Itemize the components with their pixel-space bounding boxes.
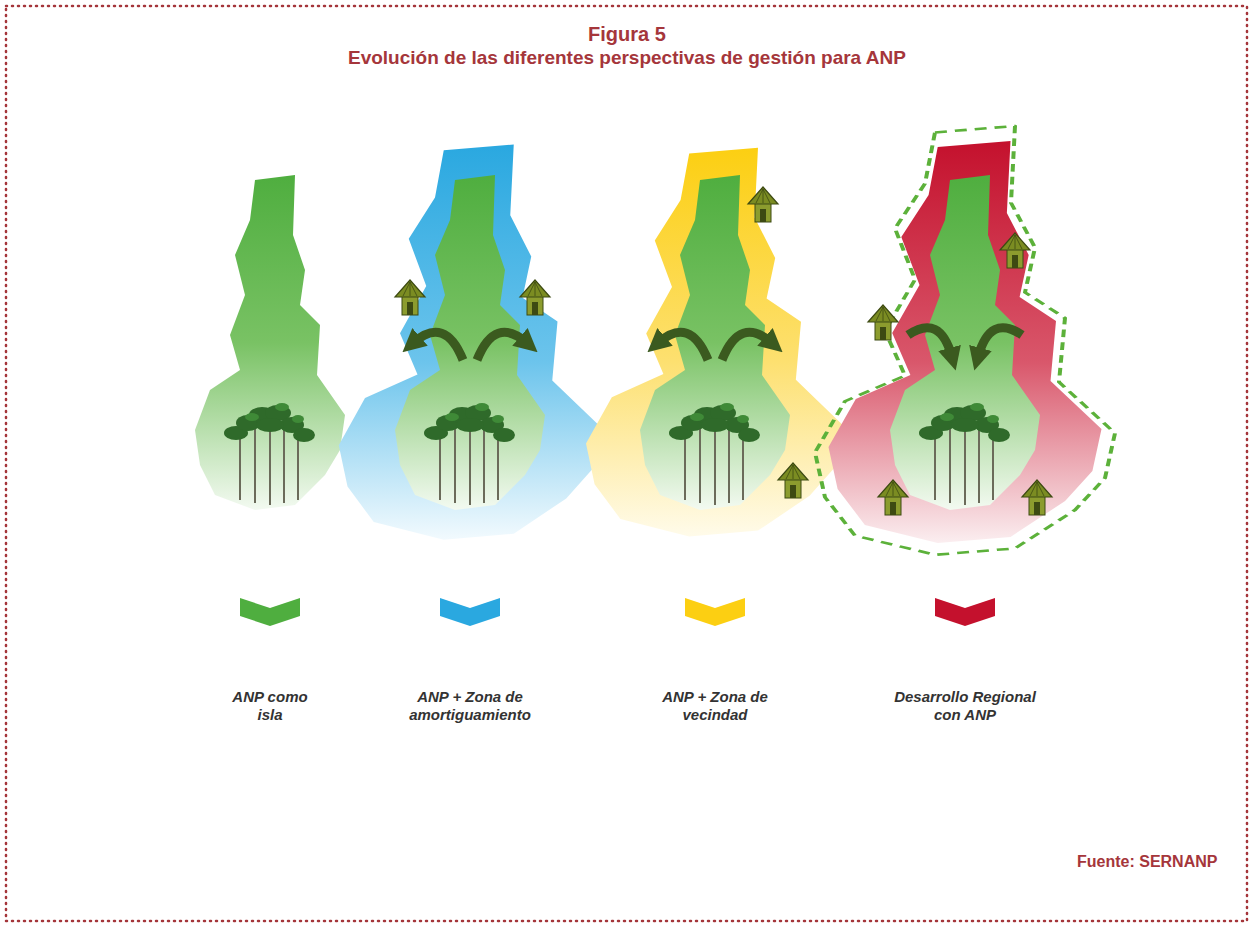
- protected-area: [640, 175, 790, 510]
- source-note: Fuente: SERNANP: [1077, 852, 1217, 871]
- hut: [1022, 480, 1052, 515]
- chevron: [240, 598, 300, 626]
- panel-caption: ANP como isla: [228, 688, 312, 724]
- regional-zone: [829, 141, 1102, 543]
- buffer-panel: [339, 144, 602, 539]
- hut: [395, 280, 425, 315]
- trees: [919, 403, 1010, 505]
- hut: [748, 187, 778, 222]
- region-outline: [815, 126, 1115, 555]
- chevron: [935, 598, 995, 626]
- trees: [424, 403, 515, 505]
- trees: [224, 403, 315, 505]
- arrow: [978, 328, 1022, 357]
- buffer-zone: [339, 144, 602, 539]
- arrow: [908, 328, 952, 357]
- protected-area: [395, 175, 545, 510]
- trees: [669, 403, 760, 505]
- island-panel: [195, 175, 345, 510]
- hut: [868, 305, 898, 340]
- protected-area: [195, 175, 345, 510]
- neighbourhood-panel: [586, 148, 844, 537]
- arrow: [413, 332, 463, 360]
- panel-caption: Desarrollo Regional con ANP: [879, 688, 1051, 724]
- chevron: [685, 598, 745, 626]
- hut: [878, 480, 908, 515]
- regional-panel: [815, 126, 1115, 555]
- panel-caption: ANP + Zona de amortiguamiento: [394, 688, 546, 724]
- hut: [778, 463, 808, 498]
- arrow: [477, 332, 527, 360]
- figure-number: Figura 5: [588, 22, 666, 46]
- chevron: [440, 598, 500, 626]
- protected-area: [890, 175, 1040, 510]
- arrow: [658, 332, 708, 360]
- panel-caption: ANP + Zona de vecindad: [644, 688, 786, 724]
- hut: [1000, 233, 1030, 268]
- arrow: [722, 332, 772, 360]
- frame: [6, 6, 1247, 921]
- hut: [520, 280, 550, 315]
- figure-title: Evolución de las diferentes perspectivas…: [348, 47, 906, 70]
- neighbourhood-zone: [586, 148, 844, 537]
